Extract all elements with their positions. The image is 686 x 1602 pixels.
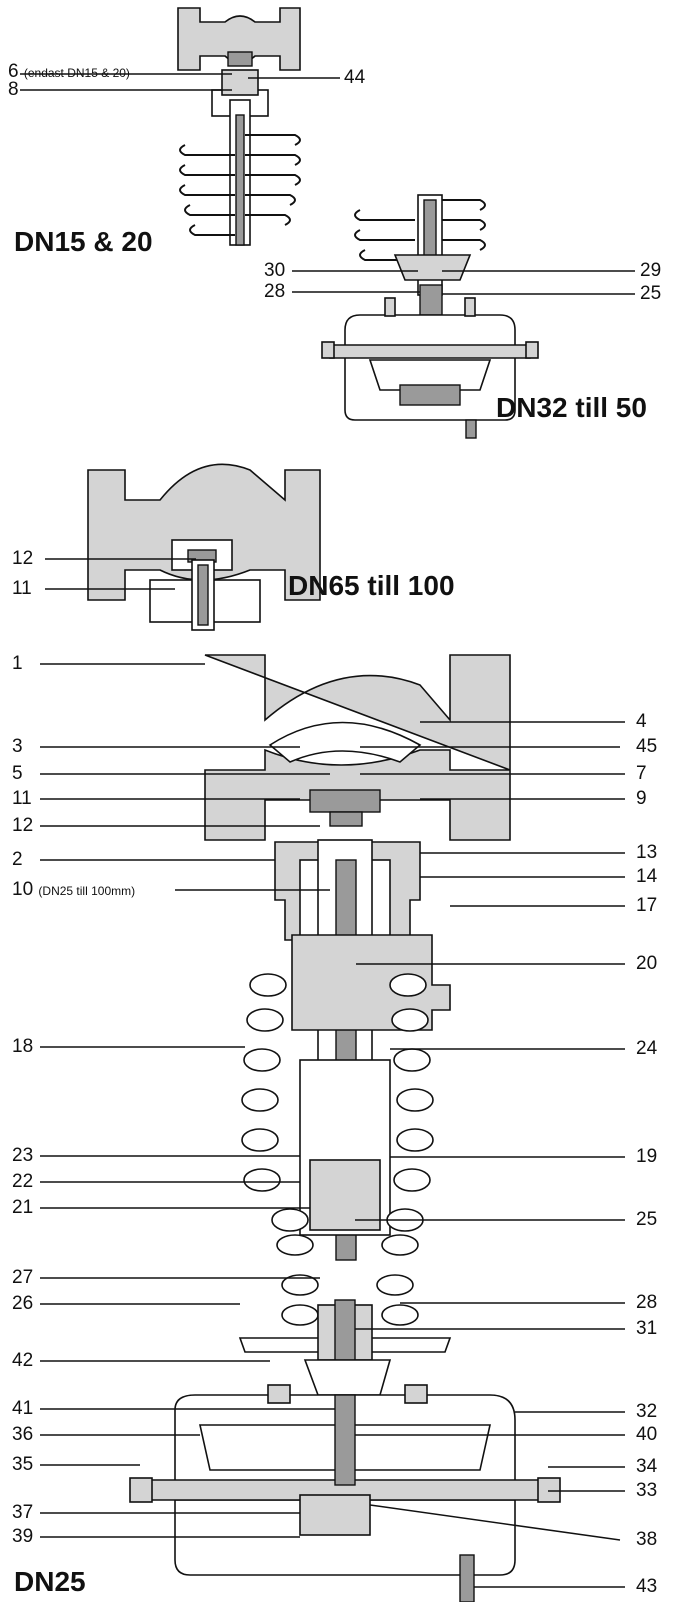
label-6-note: (endast DN15 & 20) (23, 66, 130, 80)
label-12b: 12 (12, 815, 34, 836)
label-6-num: 6 (8, 61, 19, 82)
label-44: 44 (344, 67, 366, 88)
label-45: 45 (636, 736, 658, 757)
label-11b: 11 (12, 788, 32, 809)
label-5: 5 (12, 763, 23, 784)
label-3: 3 (12, 736, 23, 757)
label-38: 38 (636, 1529, 658, 1550)
label-37: 37 (12, 1502, 34, 1523)
title-dn15-20: DN15 & 20 (14, 226, 153, 257)
label-40: 40 (636, 1424, 658, 1445)
label-8: 8 (8, 79, 19, 100)
label-36: 36 (12, 1424, 34, 1445)
label-22: 22 (12, 1171, 34, 1192)
label-25b: 25 (636, 1209, 658, 1230)
label-10-note: (DN25 till 100mm) (38, 884, 136, 898)
label-13: 13 (636, 842, 658, 863)
label-10-num: 10 (12, 879, 34, 900)
label-41: 41 (12, 1398, 34, 1419)
dn25-drawing (40, 654, 625, 1602)
label-33: 33 (636, 1480, 658, 1501)
label-2: 2 (12, 849, 23, 870)
title-dn32-50: DN32 till 50 (496, 392, 647, 423)
label-31: 31 (636, 1318, 658, 1339)
label-4: 4 (636, 711, 647, 732)
label-39: 39 (12, 1526, 34, 1547)
label-23: 23 (12, 1145, 34, 1166)
label-19: 19 (636, 1146, 658, 1167)
label-42: 42 (12, 1350, 34, 1371)
label-21: 21 (12, 1197, 34, 1218)
title-dn25: DN25 (14, 1566, 86, 1597)
label-18: 18 (12, 1036, 34, 1057)
label-25: 25 (640, 283, 662, 304)
label-10: 10 (DN25 till 100mm) (12, 880, 135, 901)
dn32-50-drawing (292, 194, 635, 439)
label-14: 14 (636, 866, 658, 887)
label-34: 34 (636, 1456, 658, 1477)
label-27: 27 (12, 1267, 34, 1288)
label-28b: 28 (636, 1292, 658, 1313)
label-12: 12 (12, 548, 34, 569)
label-43: 43 (636, 1576, 658, 1597)
label-11: 11 (12, 578, 32, 599)
label-29: 29 (640, 260, 662, 281)
label-30: 30 (264, 260, 286, 281)
label-9: 9 (636, 788, 647, 809)
dn65-100-drawing (45, 463, 321, 631)
label-20: 20 (636, 953, 658, 974)
label-32: 32 (636, 1401, 658, 1422)
label-35: 35 (12, 1454, 34, 1475)
label-24: 24 (636, 1038, 658, 1059)
label-26: 26 (12, 1293, 34, 1314)
label-1: 1 (12, 653, 23, 674)
dn15-20-drawing (20, 7, 340, 246)
label-17: 17 (636, 895, 658, 916)
label-6: 6 (endast DN15 & 20) (8, 62, 130, 83)
title-dn65-100: DN65 till 100 (288, 570, 455, 601)
label-7: 7 (636, 763, 647, 784)
label-28: 28 (264, 281, 286, 302)
